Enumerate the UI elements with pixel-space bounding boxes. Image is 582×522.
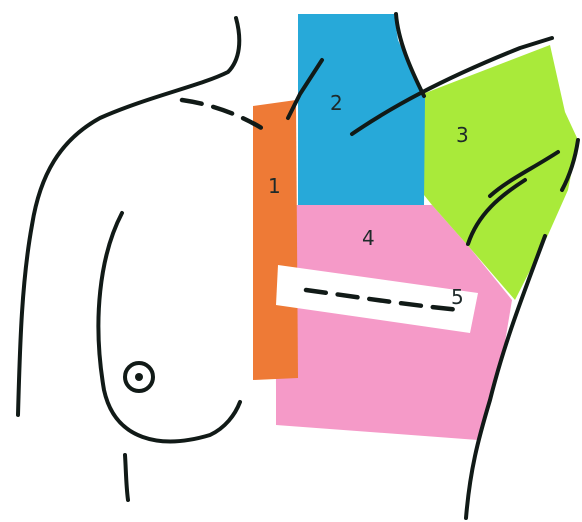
zone-3-label: 3 [456, 123, 469, 147]
breast-outline [98, 213, 240, 441]
zone-2-label: 2 [330, 91, 343, 115]
body-lower-left [125, 455, 128, 500]
nipple-center [135, 373, 143, 381]
body-outline-left [18, 18, 239, 415]
zone-5-label: 5 [451, 285, 464, 309]
zone-4-label: 4 [362, 226, 375, 250]
zone-1-region [253, 100, 298, 380]
zone-2-region [298, 14, 425, 205]
zone-1-label: 1 [268, 174, 281, 198]
